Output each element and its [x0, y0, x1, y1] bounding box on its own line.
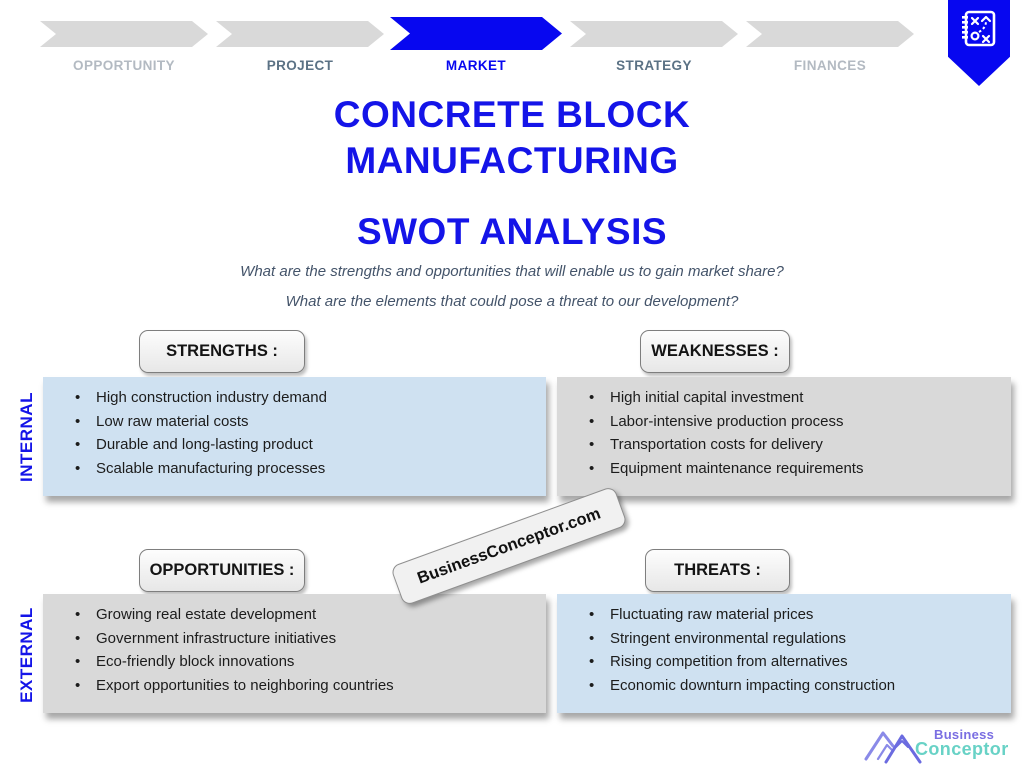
- nav-chevron-market-active: [390, 17, 562, 50]
- page-title-swot: SWOT ANALYSIS: [356, 211, 668, 252]
- watermark-badge: BusinessConceptor.com: [389, 485, 629, 607]
- nav-chevron-project: [216, 21, 384, 47]
- subtitle-question-1: What are the strengths and opportunities…: [240, 263, 784, 280]
- opportunities-list: Growing real estate development Governme…: [43, 594, 546, 697]
- page-title-line1: CONCRETE BLOCK: [333, 94, 691, 135]
- threats-box: Fluctuating raw material prices Stringen…: [557, 594, 1011, 713]
- list-item: Equipment maintenance requirements: [589, 457, 1003, 481]
- threats-list: Fluctuating raw material prices Stringen…: [557, 594, 1011, 697]
- subtitle-question-2: What are the elements that could pose a …: [285, 293, 739, 310]
- list-item: Rising competition from alternatives: [589, 650, 1003, 674]
- nav-label-opportunity: OPPORTUNITY: [73, 58, 175, 73]
- nav-label-strategy: STRATEGY: [616, 58, 692, 73]
- row-label-external: EXTERNAL: [17, 607, 36, 703]
- list-item: Export opportunities to neighboring coun…: [75, 674, 538, 698]
- weaknesses-header: WEAKNESSES :: [640, 330, 790, 373]
- opportunities-box: Growing real estate development Governme…: [43, 594, 546, 713]
- list-item: Government infrastructure initiatives: [75, 627, 538, 651]
- brand-name-conceptor: Conceptor: [915, 739, 1009, 759]
- brand-logo: Business Conceptor: [862, 724, 1014, 768]
- weaknesses-box: High initial capital investment Labor-in…: [557, 377, 1011, 496]
- list-item: Transportation costs for delivery: [589, 433, 1003, 457]
- strengths-header: STRENGTHS :: [139, 330, 305, 373]
- strengths-list: High construction industry demand Low ra…: [43, 377, 546, 480]
- nav-chevron-opportunity: [40, 21, 208, 47]
- bookmark-ribbon: [948, 0, 1010, 86]
- page-title-line2: MANUFACTURING: [345, 140, 679, 181]
- opportunities-header: OPPORTUNITIES :: [139, 549, 305, 592]
- nav-label-market: MARKET: [445, 58, 507, 73]
- list-item: Fluctuating raw material prices: [589, 603, 1003, 627]
- list-item: Eco-friendly block innovations: [75, 650, 538, 674]
- row-label-internal: INTERNAL: [17, 392, 36, 482]
- nav-chevron-finances: [746, 21, 914, 47]
- strategy-plan-icon: [959, 0, 999, 86]
- threats-header: THREATS :: [645, 549, 790, 592]
- strengths-box: High construction industry demand Low ra…: [43, 377, 546, 496]
- list-item: Labor-intensive production process: [589, 410, 1003, 434]
- list-item: Durable and long-lasting product: [75, 433, 538, 457]
- list-item: Low raw material costs: [75, 410, 538, 434]
- nav-label-project: PROJECT: [266, 58, 334, 73]
- list-item: Growing real estate development: [75, 603, 538, 627]
- nav-chevron-strategy: [570, 21, 738, 47]
- nav-label-finances: FINANCES: [793, 58, 867, 73]
- brand-name-business: Business: [934, 727, 995, 742]
- list-item: Stringent environmental regulations: [589, 627, 1003, 651]
- weaknesses-list: High initial capital investment Labor-in…: [557, 377, 1011, 480]
- list-item: High construction industry demand: [75, 386, 538, 410]
- list-item: Economic downturn impacting construction: [589, 674, 1003, 698]
- list-item: Scalable manufacturing processes: [75, 457, 538, 481]
- list-item: High initial capital investment: [589, 386, 1003, 410]
